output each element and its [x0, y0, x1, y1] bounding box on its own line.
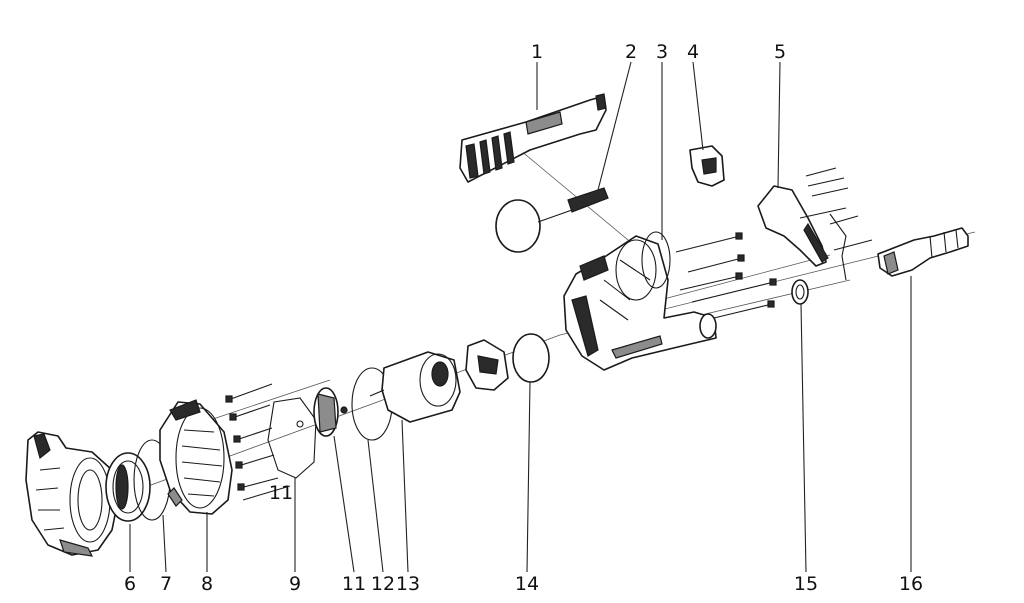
screws-pump-body [675, 232, 777, 319]
callout-9: 9 [289, 573, 301, 595]
part-end-cap [25, 431, 119, 557]
part-float-switch [495, 187, 609, 253]
part-impeller [313, 387, 348, 437]
callout-16: 16 [899, 573, 923, 595]
part-motor-bracket [465, 339, 509, 391]
part-handle [459, 93, 607, 183]
callout-13: 13 [396, 573, 420, 595]
callout-3: 3 [656, 41, 668, 63]
part-filter-housing [159, 399, 233, 515]
callout-14: 14 [515, 573, 539, 595]
callout-labels: 1 2 3 4 5 6 7 8 9 11 11 12 13 14 15 16 [124, 41, 923, 595]
screws-filter-housing [225, 383, 279, 491]
callout-6: 6 [124, 573, 136, 595]
callout-4: 4 [687, 41, 699, 63]
part-connector [689, 145, 725, 187]
part-motor [369, 351, 461, 423]
part-gasket [267, 397, 317, 479]
callout-7: 7 [160, 573, 172, 595]
assembly-axis-lines [109, 149, 976, 501]
part-hose-connector [877, 227, 969, 277]
callout-11: 11 [342, 573, 366, 595]
part-flange-ring [105, 452, 151, 522]
callout-11-screws: 11 [269, 482, 293, 504]
part-cap [512, 333, 550, 383]
part-pump-body [563, 235, 717, 371]
leader-lines [129, 61, 912, 573]
callout-15: 15 [794, 573, 818, 595]
callout-8: 8 [201, 573, 213, 595]
callout-2: 2 [625, 41, 637, 63]
part-small-ring [791, 279, 809, 305]
part-outlet-bracket [757, 167, 873, 281]
callout-5: 5 [774, 41, 786, 63]
part-body-seal-ring [641, 231, 671, 289]
callout-1: 1 [531, 41, 543, 63]
callout-12: 12 [371, 573, 395, 595]
